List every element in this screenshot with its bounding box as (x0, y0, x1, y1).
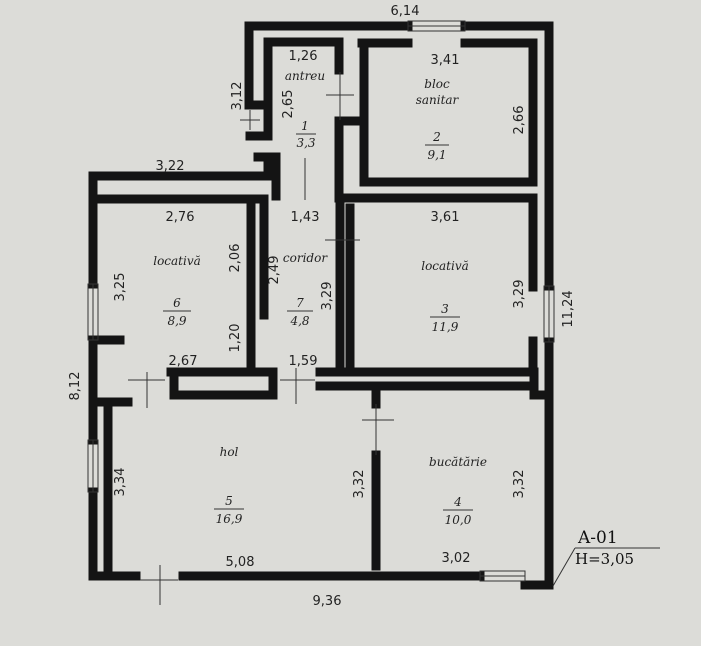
room-area: 4,8 (289, 314, 309, 328)
room-name: locativă (153, 254, 201, 268)
dim-right-total: 11,24 (561, 290, 576, 327)
room-bucatarie: bucătărie 4 10,0 (429, 455, 487, 527)
dim-bottom-total: 9,36 (313, 594, 342, 609)
room-number: 4 (453, 495, 462, 509)
dim-hol-right: 3,32 (352, 470, 367, 499)
dim-bath-top: 3,41 (431, 53, 460, 68)
dim-antreu-height: 2,65 (281, 90, 296, 119)
wall-corridor-right (335, 193, 355, 377)
room-name: bloc (424, 77, 450, 91)
wall-room6-right (246, 194, 269, 374)
room-name: coridor (283, 251, 328, 265)
room-hol: hol 5 16,9 (214, 445, 244, 526)
dim-bath-right: 2,66 (512, 106, 527, 135)
dim-corridor-top: 1,43 (291, 210, 320, 225)
room-locativa-6: locativă 6 8,9 (153, 254, 201, 328)
dim-corridor-right: 3,29 (320, 282, 335, 311)
room-area: 16,9 (216, 512, 243, 526)
windows (87, 20, 555, 582)
door-marks (128, 72, 394, 605)
wall-antreu-left (244, 37, 343, 141)
dim-room6-left: 3,25 (113, 273, 128, 302)
room-area: 10,0 (445, 513, 472, 527)
wall-middle-left (88, 364, 277, 407)
dim-room6-right-lower: 1,20 (228, 324, 243, 353)
dim-hol-left: 3,34 (113, 468, 128, 497)
wall-bath-bottom (334, 116, 536, 203)
wall-outer-right-lower (520, 337, 554, 590)
room-name: antreu (285, 69, 325, 83)
dim-room3-right: 3,29 (512, 280, 527, 309)
room-bloc-sanitar: bloc sanitar 2 9,1 (416, 77, 460, 162)
room-number: 7 (296, 296, 304, 310)
dim-room6-right-upper: 2,06 (228, 244, 243, 273)
room-number: 5 (225, 494, 233, 508)
wall-bath (357, 38, 538, 187)
room-coridor: coridor 7 4,8 (283, 251, 328, 328)
room-name: bucătărie (429, 455, 487, 469)
dim-left-room-top-wall: 3,22 (156, 159, 185, 174)
room-number: 1 (301, 119, 309, 133)
room-number: 3 (441, 302, 449, 316)
dim-left-total: 8,12 (68, 372, 83, 401)
stamp-height: H=3,05 (575, 550, 634, 568)
room-name: hol (220, 445, 239, 459)
room-number: 2 (432, 130, 441, 144)
dimensions-horizontal: 6,14 3,41 1,26 3,22 2,76 1,43 3,61 2,67 … (156, 4, 471, 609)
dim-antreu-left-outer: 3,12 (230, 82, 245, 111)
dim-top-total: 6,14 (391, 4, 420, 19)
room-area: 8,9 (167, 314, 186, 328)
wall-step-left (253, 152, 281, 201)
room-locativa-3: locativă 3 11,9 (421, 259, 469, 334)
dim-kitchen-bottom: 3,02 (442, 551, 471, 566)
room-name: locativă (421, 259, 469, 273)
plan-stamp: A-01 H=3,05 (552, 528, 660, 587)
dim-corridor-left: 2,49 (267, 256, 282, 285)
room-number: 6 (173, 296, 181, 310)
wall-outer-top (244, 21, 554, 291)
room-antreu: antreu 1 3,3 (285, 69, 325, 150)
dim-hol-top: 2,67 (169, 354, 198, 369)
wall-outer-bottom (88, 487, 485, 581)
dimensions-vertical: 3,12 2,65 2,66 3,25 2,06 1,20 2,49 3,29 … (68, 82, 576, 499)
dim-antreu-top: 1,26 (289, 49, 318, 64)
dim-corridor-bottom-door: 1,59 (289, 354, 318, 369)
room-area: 9,1 (427, 148, 446, 162)
stamp-code: A-01 (577, 528, 618, 548)
dim-room6-top: 2,76 (166, 210, 195, 225)
room-area: 11,9 (432, 320, 459, 334)
room-name-second-line: sanitar (416, 93, 460, 107)
dim-room3-top: 3,61 (431, 210, 460, 225)
dim-kitchen-right: 3,32 (512, 470, 527, 499)
dim-hol-bottom: 5,08 (226, 555, 255, 570)
room-area: 3,3 (296, 136, 315, 150)
